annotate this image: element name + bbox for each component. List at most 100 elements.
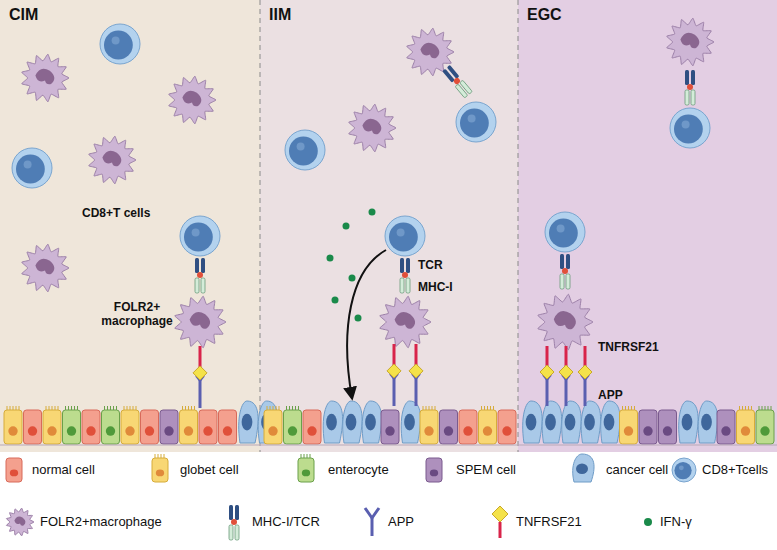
annotation-label: APP xyxy=(598,388,623,402)
ifn-gamma-arrow xyxy=(347,250,386,398)
epithelial-cell xyxy=(420,406,438,444)
macrophage xyxy=(175,296,226,348)
legend-text: TNFRSF21 xyxy=(516,514,582,530)
panel-divider xyxy=(260,0,261,452)
legend-text: cancer cell xyxy=(606,462,668,478)
cd8-t-cell xyxy=(100,24,140,64)
epithelial-cell xyxy=(303,410,321,444)
tnfrsf21-app-pair xyxy=(193,346,207,408)
epithelial-cell xyxy=(121,406,139,444)
legend-text: CD8+Tcells xyxy=(702,462,768,478)
annotation-label: TCR xyxy=(418,258,443,272)
epithelial-cell xyxy=(573,454,594,482)
tnfrsf21-app-pair xyxy=(387,344,401,406)
stage-title: CIM xyxy=(0,0,38,24)
epithelial-cell xyxy=(523,401,542,443)
macrophage xyxy=(407,28,454,76)
epithelial-cell xyxy=(239,401,258,443)
panel-divider xyxy=(518,0,519,452)
epithelial-cell xyxy=(82,410,100,444)
stage-panel: CIM xyxy=(0,0,260,452)
macrophage xyxy=(22,244,69,292)
epithelial-cell xyxy=(43,406,61,444)
panel-background xyxy=(0,0,260,452)
mhc-tcr-complex xyxy=(560,254,570,289)
epithelial-cell xyxy=(284,406,302,444)
tnfrsf21-app-pair xyxy=(540,346,554,406)
epithelial-cell xyxy=(6,458,22,482)
panel-background xyxy=(518,0,777,452)
macrophage xyxy=(6,508,34,536)
mhc-tcr-complex xyxy=(442,65,472,98)
epithelial-cell xyxy=(498,410,516,444)
annotation-label: FOLR2+ macrophage xyxy=(100,300,174,329)
tnfrsf21-app-pair xyxy=(578,346,592,406)
epithelial-cell xyxy=(298,454,314,482)
legend-text: IFN-γ xyxy=(660,514,692,530)
epithelial-cell xyxy=(160,410,178,444)
cd8-t-cell xyxy=(12,148,52,188)
stage-title: IIM xyxy=(260,0,291,24)
epithelial-cell xyxy=(679,401,698,443)
stage-panel: IIM xyxy=(260,0,518,452)
epithelial-cell xyxy=(264,406,282,444)
stage-title: EGC xyxy=(518,0,562,24)
epithelial-cell xyxy=(323,401,342,443)
macrophage xyxy=(667,18,714,66)
cd8-t-cell xyxy=(385,216,425,256)
epithelial-cell xyxy=(737,406,755,444)
epithelial-cell xyxy=(756,406,774,444)
epithelial-cell xyxy=(63,406,81,444)
epithelial-cell xyxy=(717,410,735,444)
macrophage xyxy=(349,104,396,152)
macrophage xyxy=(169,76,216,124)
mhc-tcr-complex xyxy=(229,505,239,540)
legend-text: SPEM cell xyxy=(456,462,516,478)
epithelial-cell xyxy=(562,401,581,443)
cd8-t-cell xyxy=(285,130,325,170)
epithelial-cell xyxy=(542,401,561,443)
epithelial-cell xyxy=(4,406,22,444)
epithelial-cell xyxy=(180,406,198,444)
cd8-t-cell xyxy=(670,108,710,148)
annotation-label: CD8+T cells xyxy=(82,206,150,220)
legend-icons xyxy=(6,454,696,540)
epithelial-cell xyxy=(601,401,620,443)
legend-text: APP xyxy=(388,514,414,530)
legend-text: enterocyte xyxy=(328,462,389,478)
epithelial-cell xyxy=(343,401,362,443)
stage-panel: EGC xyxy=(518,0,777,452)
mhc-tcr-complex xyxy=(195,258,205,293)
legend-text: normal cell xyxy=(32,462,95,478)
epithelial-cell xyxy=(581,401,600,443)
annotation-label: MHC-I xyxy=(418,280,453,294)
tnfrsf21-app-pair xyxy=(559,346,573,406)
mhc-tcr-complex xyxy=(400,258,410,293)
epithelial-cell xyxy=(381,410,399,444)
epithelial-cell xyxy=(698,401,717,443)
legend-text: FOLR2+macrophage xyxy=(40,514,162,530)
epithelial-cell xyxy=(24,410,42,444)
epithelial-cell xyxy=(620,406,638,444)
epithelial-cell xyxy=(426,458,442,482)
cd8-t-cell xyxy=(180,216,220,256)
epithelial-cell xyxy=(401,401,420,443)
macrophage xyxy=(22,54,69,102)
tnfrsf21-app-pair xyxy=(409,344,423,406)
epithelial-cell xyxy=(479,406,497,444)
epithelial-cell xyxy=(440,410,458,444)
epithelial-cell xyxy=(141,410,159,444)
panel-background xyxy=(260,0,518,452)
epithelial-cell xyxy=(639,410,657,444)
legend-text: MHC-I/TCR xyxy=(252,514,320,530)
epithelial-cell xyxy=(362,401,381,443)
legend-text: globet cell xyxy=(180,462,239,478)
epithelial-cell xyxy=(152,454,168,482)
epithelium xyxy=(0,401,777,445)
epithelial-cell xyxy=(459,410,477,444)
cd8-t-cell xyxy=(456,102,496,142)
epithelial-cell xyxy=(102,406,120,444)
macrophage xyxy=(538,294,593,350)
macrophage xyxy=(380,296,431,348)
epithelial-cell xyxy=(659,410,677,444)
